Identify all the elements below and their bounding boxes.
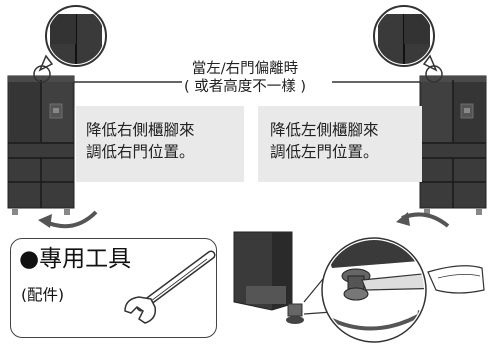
left-note-line2: 調低右門位置。 bbox=[86, 143, 195, 161]
left-rotate-arrow-icon bbox=[38, 210, 98, 229]
tool-box: ●專用工具 (配件) bbox=[10, 238, 217, 338]
right-refrigerator-icon bbox=[419, 75, 487, 215]
right-note-line1: 降低左側櫃腳來 bbox=[270, 121, 379, 139]
heading-line1: 當左/右門偏離時 bbox=[191, 61, 299, 77]
left-note-box: 降低右側櫃腳來 調低右門位置。 bbox=[76, 106, 244, 182]
heading: 當左/右門偏離時 ( 或者高度不一樣 ) bbox=[170, 60, 320, 96]
left-refrigerator-icon bbox=[7, 75, 75, 215]
heading-line2: ( 或者高度不一樣 ) bbox=[183, 79, 307, 95]
left-note-line1: 降低右側櫃腳來 bbox=[86, 121, 195, 139]
wrench-tool-icon bbox=[124, 250, 216, 324]
foot-adjust-illustration bbox=[233, 231, 485, 343]
right-zoom-callout-icon bbox=[373, 5, 443, 83]
left-zoom-callout-icon bbox=[33, 5, 107, 83]
right-note-box: 降低左側櫃腳來 調低左門位置。 bbox=[258, 106, 422, 182]
tool-subtitle: (配件) bbox=[21, 286, 65, 304]
right-rotate-arrow-icon bbox=[396, 212, 450, 228]
right-note-line2: 調低左門位置。 bbox=[270, 143, 379, 161]
tool-title: ●專用工具 bbox=[19, 246, 132, 272]
